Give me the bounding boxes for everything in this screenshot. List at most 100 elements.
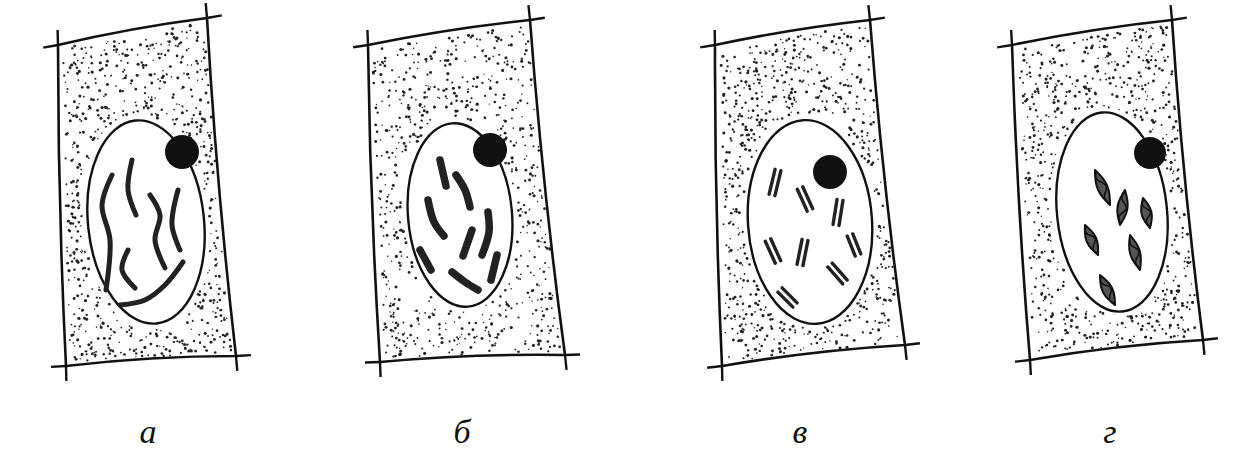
stipple-dot bbox=[410, 324, 413, 327]
stipple-dot bbox=[161, 109, 163, 111]
stipple-dot bbox=[868, 149, 870, 151]
stipple-dot bbox=[789, 328, 792, 331]
stipple-dot bbox=[516, 240, 519, 243]
stipple-dot bbox=[379, 214, 381, 216]
stipple-dot bbox=[94, 353, 97, 356]
stipple-dot bbox=[70, 324, 72, 326]
stipple-dot bbox=[822, 46, 825, 49]
stipple-dot bbox=[123, 40, 126, 43]
stipple-dot bbox=[733, 208, 735, 210]
stipple-dot bbox=[519, 127, 522, 130]
stipple-dot bbox=[399, 117, 401, 119]
stipple-dot bbox=[727, 169, 729, 171]
stipple-dot bbox=[150, 113, 152, 115]
stipple-dot bbox=[80, 48, 83, 51]
stipple-dot bbox=[186, 73, 189, 76]
wall-junction bbox=[366, 30, 369, 45]
stipple-dot bbox=[785, 101, 787, 103]
stipple-dot bbox=[399, 222, 401, 224]
stipple-dot bbox=[749, 88, 752, 91]
stipple-dot bbox=[71, 193, 73, 195]
stipple-dot bbox=[396, 307, 399, 310]
stipple-dot bbox=[148, 74, 150, 76]
stipple-dot bbox=[530, 128, 532, 130]
stipple-dot bbox=[198, 160, 201, 163]
stipple-dot bbox=[395, 90, 397, 92]
stipple-dot bbox=[419, 126, 422, 129]
stipple-dot bbox=[773, 70, 775, 72]
stipple-dot bbox=[764, 310, 765, 311]
stipple-dot bbox=[819, 95, 821, 97]
stipple-dot bbox=[70, 64, 73, 67]
stipple-dot bbox=[170, 32, 173, 35]
stipple-dot bbox=[750, 129, 753, 132]
stipple-dot bbox=[491, 29, 494, 32]
stipple-dot bbox=[205, 349, 208, 352]
stipple-dot bbox=[865, 27, 867, 29]
stipple-dot bbox=[800, 51, 802, 53]
stipple-dot bbox=[733, 120, 735, 122]
stipple-dot bbox=[94, 78, 96, 80]
stipple-dot bbox=[861, 135, 863, 137]
stipple-dot bbox=[380, 139, 382, 141]
stipple-dot bbox=[533, 109, 534, 110]
stipple-dot bbox=[734, 173, 736, 175]
stipple-dot bbox=[209, 207, 212, 210]
stipple-dot bbox=[74, 216, 77, 219]
stipple-dot bbox=[203, 172, 205, 174]
stipple-dot bbox=[739, 262, 742, 265]
stipple-dot bbox=[540, 226, 541, 227]
stipple-dot bbox=[176, 55, 179, 58]
stipple-dot bbox=[837, 102, 839, 104]
stipple-dot bbox=[165, 348, 168, 351]
stipple-dot bbox=[803, 48, 805, 50]
wall-junction bbox=[530, 18, 545, 20]
stipple-dot bbox=[429, 55, 431, 57]
stipple-dot bbox=[744, 252, 747, 255]
stipple-dot bbox=[753, 70, 755, 72]
stipple-dot bbox=[832, 326, 834, 328]
stipple-dot bbox=[427, 329, 429, 331]
stipple-dot bbox=[532, 344, 535, 347]
stipple-dot bbox=[67, 220, 70, 223]
stipple-dot bbox=[95, 131, 97, 133]
stipple-dot bbox=[527, 40, 529, 42]
stipple-dot bbox=[109, 122, 112, 125]
stipple-dot bbox=[212, 171, 215, 174]
stipple-dot bbox=[724, 317, 727, 320]
stipple-dot bbox=[461, 351, 464, 354]
stipple-dot bbox=[519, 99, 522, 102]
stipple-dot bbox=[493, 47, 495, 49]
stipple-dot bbox=[729, 115, 731, 117]
stipple-dot bbox=[753, 139, 756, 142]
stipple-dot bbox=[504, 62, 506, 64]
stipple-dot bbox=[79, 165, 81, 167]
stipple-dot bbox=[511, 161, 514, 164]
stipple-dot bbox=[181, 55, 183, 57]
stipple-dot bbox=[756, 288, 759, 291]
stipple-dot bbox=[729, 249, 732, 252]
stipple-dot bbox=[159, 80, 161, 82]
stipple-dot bbox=[792, 57, 795, 60]
stipple-dot bbox=[103, 95, 105, 97]
stipple-dot bbox=[764, 75, 766, 77]
stipple-dot bbox=[852, 119, 855, 122]
stipple-dot bbox=[203, 145, 206, 148]
stipple-dot bbox=[421, 119, 423, 121]
stipple-dot bbox=[757, 324, 759, 326]
stipple-dot bbox=[734, 106, 736, 108]
stipple-dot bbox=[835, 100, 838, 103]
stipple-dot bbox=[89, 106, 92, 109]
stipple-dot bbox=[500, 128, 502, 130]
stipple-dot bbox=[759, 328, 762, 331]
stipple-dot bbox=[130, 82, 132, 84]
stipple-dot bbox=[433, 51, 436, 54]
stipple-dot bbox=[843, 33, 845, 35]
stipple-dot bbox=[497, 333, 500, 336]
stipple-dot bbox=[490, 322, 493, 325]
stipple-dot bbox=[409, 119, 411, 121]
stipple-dot bbox=[541, 293, 543, 295]
stipple-dot bbox=[444, 59, 447, 62]
stipple-dot bbox=[186, 110, 188, 112]
stipple-dot bbox=[539, 189, 542, 192]
